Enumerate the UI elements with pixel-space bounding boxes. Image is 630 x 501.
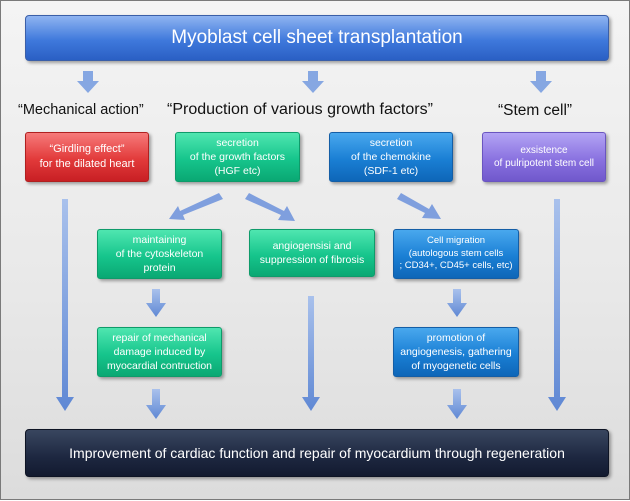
title-box: Myoblast cell sheet transplantation	[25, 15, 609, 61]
arrow-title-to-mechanical	[77, 71, 99, 93]
heading-growth-factors: “Production of various growth factors”	[167, 101, 433, 118]
arrow-angiogenesis-to-outcome	[302, 296, 320, 411]
heading-stem-cell: “Stem cell”	[498, 102, 573, 119]
arrow-chemokine-to-migration	[397, 193, 441, 219]
arrow-migration-to-promotion	[447, 289, 467, 317]
box-angiogenesis-fibrosis: angiogensisi and suppression of fibrosis	[249, 229, 375, 277]
title-text: Myoblast cell sheet transplantation	[171, 27, 463, 49]
box-promotion-angiogenesis: promotion of angiogenesis, gathering of …	[393, 327, 519, 377]
arrow-growth-to-angiogenesis	[245, 193, 295, 221]
box-secretion-growth-factors: secretion of the growth factors (HGF etc…	[175, 132, 300, 182]
arrow-repair-to-outcome	[146, 389, 166, 419]
outcome-text: Improvement of cardiac function and repa…	[69, 444, 565, 461]
arrow-title-to-growth	[302, 71, 324, 93]
box-girdling-effect: “Girdling effect” for the dilated heart	[25, 132, 149, 182]
box-repair-mechanical-damage: repair of mechanical damage induced by m…	[97, 327, 222, 377]
box-secretion-chemokine: secretion of the chemokine (SDF-1 etc)	[329, 132, 453, 182]
arrow-promotion-to-outcome	[447, 389, 467, 419]
arrow-cytoskeleton-to-repair	[146, 289, 166, 317]
box-existence-stem-cell: exsistence of pulripotent stem cell	[482, 132, 606, 182]
arrow-growth-to-cytoskeleton	[169, 193, 223, 220]
arrow-title-to-stem	[530, 71, 552, 93]
outcome-box: Improvement of cardiac function and repa…	[25, 429, 609, 477]
heading-mechanical-action: “Mechanical action”	[18, 102, 144, 118]
arrow-existence-to-outcome	[548, 199, 566, 411]
box-cell-migration: Cell migration (autologous stem cells ; …	[393, 229, 519, 279]
box-maintaining-cytoskeleton: maintaining of the cytoskeleton protein	[97, 229, 222, 279]
arrow-girdling-to-outcome	[56, 199, 74, 411]
